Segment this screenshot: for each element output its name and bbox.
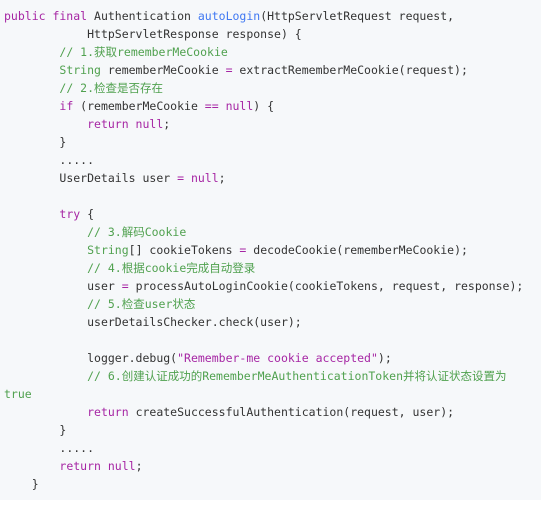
code-indent — [4, 153, 59, 167]
code-keyword-token: = — [239, 243, 254, 257]
code-keyword-token: = null — [177, 171, 219, 185]
code-token: (HttpServletRequest request, — [260, 9, 455, 23]
code-indent — [4, 225, 87, 239]
code-indent — [4, 369, 87, 383]
code-token: } — [59, 423, 67, 437]
code-line: return createSuccessfulAuthentication(re… — [4, 403, 454, 421]
code-line: } — [4, 475, 39, 493]
code-line: true — [4, 385, 32, 403]
code-line: // 5.检查user状态 — [4, 295, 195, 313]
code-comment-token: true — [4, 387, 32, 401]
code-indent — [4, 243, 87, 257]
code-token: autoLogin — [197, 9, 261, 23]
code-token: ) { — [253, 99, 275, 113]
code-keyword-token: == null — [204, 99, 254, 113]
code-indent — [4, 117, 87, 131]
code-indent — [4, 315, 87, 329]
code-token: createSuccessfulAuthentication(request, … — [135, 405, 455, 419]
code-indent — [4, 351, 87, 365]
code-line: // 2.检查是否存在 — [4, 79, 163, 97]
code-line: } — [4, 421, 66, 439]
code-line: user = processAutoLoginCookie(cookieToke… — [4, 277, 523, 295]
code-comment-token: // 6.创建认证成功的RememberMeAuthenticationToke… — [87, 369, 507, 383]
code-token: ; — [163, 117, 171, 131]
code-line: // 6.创建认证成功的RememberMeAuthenticationToke… — [4, 367, 507, 385]
code-token: } — [59, 135, 67, 149]
code-indent — [4, 405, 87, 419]
code-token: UserDetails user — [59, 171, 178, 185]
code-token: processAutoLoginCookie(cookieTokens, req… — [135, 279, 524, 293]
code-line: ..... — [4, 439, 94, 457]
code-token: } — [31, 477, 39, 491]
code-keyword-token: if — [59, 99, 81, 113]
code-token: ); — [377, 351, 392, 365]
code-line: String rememberMeCookie = extractRemembe… — [4, 61, 468, 79]
code-token: ..... — [59, 153, 95, 167]
code-indent — [4, 459, 59, 473]
code-indent — [4, 297, 87, 311]
code-comment-token: // 1.获取rememberMeCookie — [59, 45, 228, 59]
code-token: Authentication — [94, 9, 198, 23]
code-indent — [4, 63, 59, 77]
code-line: public final Authentication autoLogin(Ht… — [4, 7, 454, 25]
code-keyword-token: = — [121, 279, 136, 293]
code-line: logger.debug("Remember-me cookie accepte… — [4, 349, 392, 367]
code-line: return null; — [4, 115, 170, 133]
code-token: (rememberMeCookie — [80, 99, 205, 113]
code-keyword-token: return null — [59, 459, 136, 473]
code-indent — [4, 477, 32, 491]
code-line: try { — [4, 205, 94, 223]
code-comment-token: // 3.解码Cookie — [87, 225, 187, 239]
code-line: // 1.获取rememberMeCookie — [4, 43, 228, 61]
code-token: [] cookieTokens — [128, 243, 240, 257]
code-indent — [4, 27, 87, 41]
code-keyword-token: try — [59, 207, 88, 221]
code-comment-token: String — [59, 63, 108, 77]
code-indent — [4, 279, 87, 293]
code-indent — [4, 441, 59, 455]
code-indent — [4, 45, 59, 59]
code-line: UserDetails user = null; — [4, 169, 226, 187]
code-token: userDetailsChecker.check(user); — [87, 315, 302, 329]
code-keyword-token: public final — [4, 9, 95, 23]
code-token: decodeCookie(rememberMeCookie); — [253, 243, 468, 257]
code-comment-token: String — [87, 243, 129, 257]
code-token: logger.debug( — [87, 351, 178, 365]
code-keyword-token: return — [87, 405, 136, 419]
code-line: } — [4, 133, 66, 151]
code-indent — [4, 423, 59, 437]
code-line: String[] cookieTokens = decodeCookie(rem… — [4, 241, 468, 259]
code-token: { — [87, 207, 95, 221]
code-line: HttpServletResponse response) { — [4, 25, 302, 43]
code-keyword-token: "Remember-me cookie accepted" — [177, 351, 378, 365]
code-line: // 4.根据cookie完成自动登录 — [4, 259, 255, 277]
code-comment-token: // 4.根据cookie完成自动登录 — [87, 261, 256, 275]
code-indent — [4, 135, 59, 149]
page-bottom-margin — [0, 500, 541, 506]
code-token: user — [87, 279, 122, 293]
code-line: ..... — [4, 151, 94, 169]
code-token: HttpServletResponse response) { — [87, 27, 302, 41]
code-token: ; — [135, 459, 143, 473]
code-token: rememberMeCookie — [107, 63, 226, 77]
code-comment-token: // 2.检查是否存在 — [59, 81, 164, 95]
code-line: return null; — [4, 457, 143, 475]
code-line: // 3.解码Cookie — [4, 223, 186, 241]
code-indent — [4, 81, 59, 95]
code-keyword-token: return null — [87, 117, 164, 131]
code-indent — [4, 99, 59, 113]
code-keyword-token: = — [225, 63, 240, 77]
code-indent — [4, 171, 59, 185]
code-indent — [4, 207, 59, 221]
code-line: userDetailsChecker.check(user); — [4, 313, 302, 331]
code-line: if (rememberMeCookie == null) { — [4, 97, 274, 115]
code-token: extractRememberMeCookie(request); — [239, 63, 468, 77]
code-token: ..... — [59, 441, 95, 455]
code-indent — [4, 261, 87, 275]
code-comment-token: // 5.检查user状态 — [87, 297, 196, 311]
code-token: ; — [218, 171, 226, 185]
